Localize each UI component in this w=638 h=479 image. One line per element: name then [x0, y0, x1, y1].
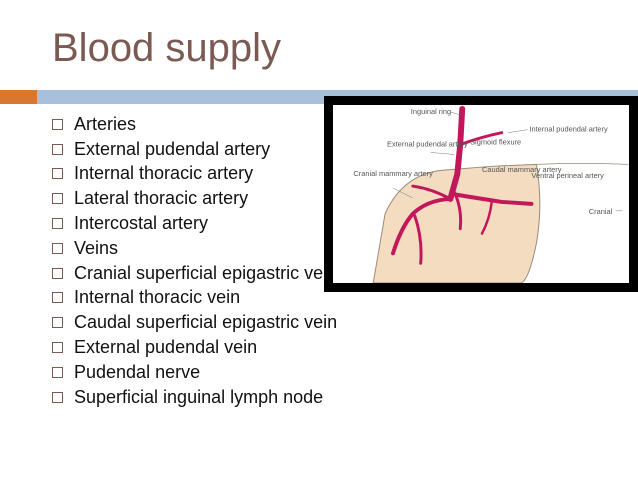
bullet-text: Arteries: [74, 113, 137, 134]
bullet-item: Internal thoracic vein: [52, 286, 337, 311]
body-outline: [536, 162, 629, 165]
external-pudendal-trunk: [447, 105, 466, 202]
checkbox-bullet-icon: [52, 267, 63, 279]
bullet-text: External pudendal vein: [74, 337, 258, 358]
label-ventral-perineal-artery: Ventral perineal artery: [531, 171, 604, 180]
checkbox-bullet-icon: [52, 292, 63, 304]
bullet-text: External pudendal artery: [74, 138, 271, 159]
slide-title: Blood supply: [52, 26, 282, 70]
checkbox-bullet-icon: [52, 168, 63, 180]
udder-shape: [372, 163, 541, 283]
bullet-item: Lateral thoracic artery: [52, 186, 337, 211]
bullet-item: External pudendal artery: [52, 137, 337, 162]
bullet-text: Superficial inguinal lymph node: [74, 386, 324, 407]
bullet-item: Veins: [52, 236, 337, 261]
label-sigmoid-flexure: Sigmoid flexure: [470, 138, 521, 147]
bullet-item: Internal thoracic artery: [52, 162, 337, 187]
bullet-item: Cranial superficial epigastric vein: [52, 261, 337, 286]
bullet-text: Pudendal nerve: [74, 361, 201, 382]
checkbox-bullet-icon: [52, 391, 63, 403]
checkbox-bullet-icon: [52, 366, 63, 378]
bullet-text: Lateral thoracic artery: [74, 188, 249, 209]
bullet-item: External pudendal vein: [52, 335, 337, 360]
checkbox-bullet-icon: [52, 242, 63, 254]
bullet-text: Cranial superficial epigastric vein: [74, 262, 338, 283]
label-cranial-mammary-artery: Cranial mammary artery: [353, 169, 433, 178]
anatomy-figure: Inguinal ring Internal pudendal artery E…: [332, 104, 630, 284]
vessel-branch-right: [480, 199, 494, 235]
label-caudal-mammary-artery: Caudal mammary artery: [482, 165, 562, 174]
udder-blood-supply-diagram: Inguinal ring Internal pudendal artery E…: [353, 105, 629, 283]
bullet-item: Arteries: [52, 112, 337, 137]
bullet-item: Superficial inguinal lymph node: [52, 385, 337, 410]
bullet-text: Intercostal artery: [74, 213, 209, 234]
accent-bar-orange: [0, 90, 37, 104]
leader-lines: [392, 111, 623, 212]
bullet-item: Pudendal nerve: [52, 360, 337, 385]
vessel-branch-upper: [458, 131, 504, 147]
vessel-branch-cranial: [391, 196, 453, 256]
checkbox-bullet-icon: [52, 143, 63, 155]
label-external-pudendal-artery: External pudendal artery: [387, 140, 468, 149]
checkbox-bullet-icon: [52, 342, 63, 354]
checkbox-bullet-icon: [52, 193, 63, 205]
checkbox-bullet-icon: [52, 118, 63, 130]
label-internal-pudendal-artery: Internal pudendal artery: [529, 125, 608, 134]
bullet-text: Internal thoracic vein: [74, 287, 241, 308]
checkbox-bullet-icon: [52, 317, 63, 329]
checkbox-bullet-icon: [52, 218, 63, 230]
vessel-branch-low: [413, 214, 423, 265]
bullet-text: Internal thoracic artery: [74, 163, 254, 184]
label-cranial: Cranial: [589, 207, 613, 216]
vessel-branch-cranial-ext: [411, 184, 452, 201]
bullet-text: Caudal superficial epigastric vein: [74, 312, 338, 333]
vessel-branch-mid: [452, 190, 463, 231]
bullet-list: Arteries External pudendal artery Intern…: [52, 112, 337, 410]
label-inguinal-ring: Inguinal ring: [411, 107, 451, 116]
anatomy-figure-frame: Inguinal ring Internal pudendal artery E…: [324, 96, 638, 292]
bullet-item: Caudal superficial epigastric vein: [52, 310, 337, 335]
bullet-item: Intercostal artery: [52, 211, 337, 236]
bullet-text: Veins: [74, 237, 119, 258]
vessel-network: [391, 105, 534, 265]
vessel-branch-caudal: [450, 192, 534, 206]
